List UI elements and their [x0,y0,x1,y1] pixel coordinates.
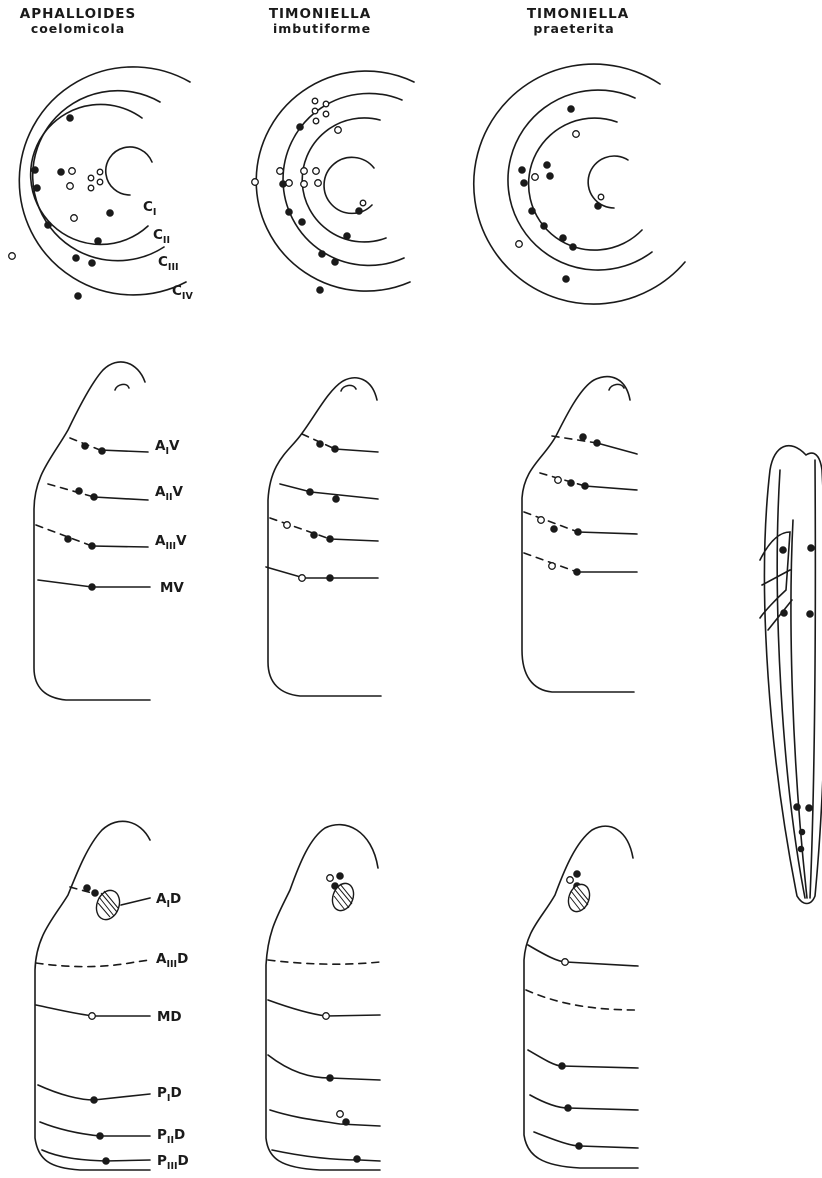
species-name: praeterita [533,21,614,36]
label-p2d: PIID [157,1127,185,1146]
label-c3: CIII [158,254,179,273]
label-a3d: AIIID [156,951,188,970]
ventral-view-col1 [34,362,150,700]
label-mv: MV [160,580,184,596]
column-header-1: APHALLOIDES coelomicola [20,6,136,36]
column-header-2: TIMONIELLA imbutiforme [269,6,371,36]
label-p3d: PIIID [157,1153,189,1172]
ventral-view-col3 [522,377,637,692]
circle-labels: CI CII CIII CIV [143,199,193,302]
dorsal-view-col3 [524,826,638,1168]
dorsal-view-col2 [266,825,380,1170]
genus-name: TIMONIELLA [269,6,371,22]
ventral-view-col2 [266,378,381,696]
label-a3v: AIIIV [155,533,187,552]
circle-diagram-col2 [252,71,414,293]
dorsal-view-col1 [35,821,150,1170]
circle-diagram-col3 [474,64,685,304]
column-header-3: TIMONIELLA praeterita [527,6,629,36]
ventral-labels: AIV AIIV AIIIV MV [155,438,187,596]
label-c1: CI [143,199,156,218]
species-name: imbutiforme [273,21,371,36]
label-c2: CII [153,227,170,246]
label-a1v: AIV [155,438,180,457]
label-md: MD [157,1009,182,1025]
dorsal-labels: AID AIIID MD PID PIID PIIID [156,891,189,1172]
label-c4: CIV [172,283,193,302]
label-a1d: AID [156,891,181,910]
species-name: coelomicola [31,21,125,36]
genus-name: APHALLOIDES [20,6,136,22]
genus-name: TIMONIELLA [527,6,629,22]
label-p1d: PID [157,1085,182,1104]
label-a2v: AIIV [155,484,184,503]
elongated-body-figure [760,446,822,904]
